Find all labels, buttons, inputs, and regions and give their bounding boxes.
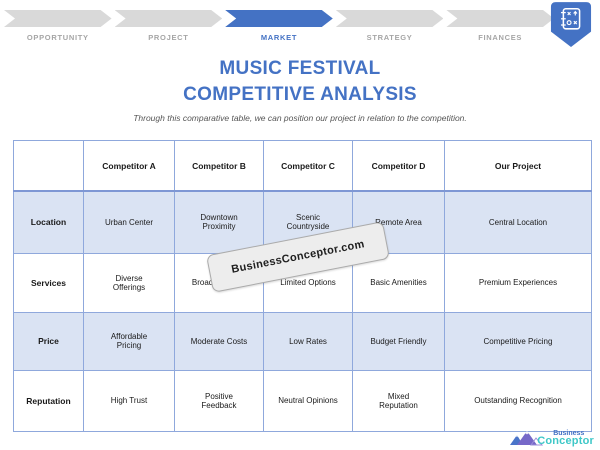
cell-price-competitor-c: Low Rates xyxy=(263,311,353,371)
chevron-arrow xyxy=(336,10,444,27)
table-row-price: Price Affordable Pricing Moderate Costs … xyxy=(13,311,592,371)
column-header-our-project: Our Project xyxy=(444,140,592,192)
page-title-line1: MUSIC FESTIVAL xyxy=(219,58,381,79)
table-row-reputation: Reputation High Trust Positive Feedback … xyxy=(13,369,592,432)
breadcrumb: OPPORTUNITY PROJECT MARKET STRATEGY FINA… xyxy=(4,10,554,42)
cell-location-competitor-b: Downtown Proximity xyxy=(174,190,264,254)
column-header-competitor-b: Competitor B xyxy=(174,140,264,192)
cell-services-our-project: Premium Experiences xyxy=(444,252,592,313)
nav-step-project[interactable]: PROJECT xyxy=(115,10,223,42)
cell-location-competitor-a: Urban Center xyxy=(83,190,175,254)
chevron-arrow xyxy=(225,10,333,27)
brand-conceptor-label: Conceptor xyxy=(537,435,594,447)
corner-cell xyxy=(13,140,84,192)
cell-services-competitor-a: Diverse Offerings xyxy=(83,252,175,313)
row-header-reputation: Reputation xyxy=(13,369,84,432)
page-subtitle: Through this comparative table, we can p… xyxy=(133,113,467,123)
chevron-arrow xyxy=(115,10,223,27)
cell-reputation-our-project: Outstanding Recognition xyxy=(444,369,592,432)
chevron-arrow xyxy=(4,10,112,27)
comparison-table: Competitor A Competitor B Competitor C C… xyxy=(13,140,592,432)
nav-step-finances[interactable]: FINANCES xyxy=(446,10,554,42)
nav-step-label: PROJECT xyxy=(148,33,189,42)
cell-price-competitor-d: Budget Friendly xyxy=(352,311,445,371)
cell-reputation-competitor-b: Positive Feedback xyxy=(174,369,264,432)
cell-price-competitor-b: Moderate Costs xyxy=(174,311,264,371)
table-header-row: Competitor A Competitor B Competitor C C… xyxy=(13,140,592,192)
page-title: MUSIC FESTIVAL COMPETITIVE ANALYSIS xyxy=(0,56,600,108)
nav-step-opportunity[interactable]: OPPORTUNITY xyxy=(4,10,112,42)
cell-price-competitor-a: Affordable Pricing xyxy=(83,311,175,371)
row-header-location: Location xyxy=(13,190,84,254)
cell-reputation-competitor-a: High Trust xyxy=(83,369,175,432)
table-row-location: Location Urban Center Downtown Proximity… xyxy=(13,190,592,254)
nav-step-label: OPPORTUNITY xyxy=(26,33,89,42)
cell-price-our-project: Competitive Pricing xyxy=(444,311,592,371)
nav-step-label: MARKET xyxy=(260,33,298,42)
row-header-services: Services xyxy=(13,252,84,313)
nav-step-label: FINANCES xyxy=(478,33,523,42)
cell-location-our-project: Central Location xyxy=(444,190,592,254)
page-title-line2: COMPETITIVE ANALYSIS xyxy=(183,84,417,105)
brand-business-label: Business xyxy=(553,430,585,437)
column-header-competitor-d: Competitor D xyxy=(352,140,445,192)
brand-text: Business Conceptor xyxy=(537,430,594,447)
column-header-competitor-c: Competitor C xyxy=(263,140,353,192)
column-header-competitor-a: Competitor A xyxy=(83,140,175,192)
mountains-icon xyxy=(510,431,544,446)
chevron-arrow xyxy=(446,10,554,27)
strategy-pin-icon xyxy=(550,2,592,47)
brand-logo: Business Conceptor xyxy=(509,429,594,447)
nav-step-strategy[interactable]: STRATEGY xyxy=(336,10,444,42)
nav-step-market[interactable]: MARKET xyxy=(225,10,333,42)
cell-reputation-competitor-c: Neutral Opinions xyxy=(263,369,353,432)
nav-step-label: STRATEGY xyxy=(366,33,413,42)
cell-reputation-competitor-d: Mixed Reputation xyxy=(352,369,445,432)
row-header-price: Price xyxy=(13,311,84,371)
